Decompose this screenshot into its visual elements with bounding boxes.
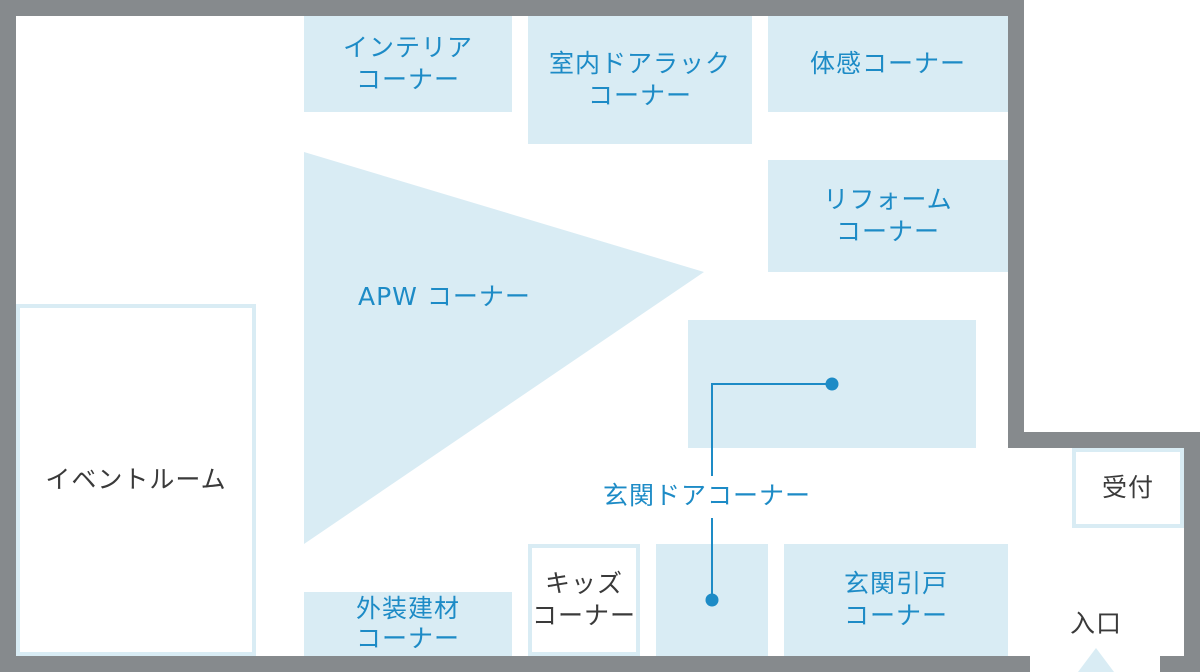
- event-room-label: イベントルーム: [45, 465, 227, 494]
- wall-inner-right: [1008, 0, 1024, 448]
- kids-corner-line2: コーナー: [532, 601, 637, 630]
- wall-bottom-right: [1160, 656, 1200, 672]
- entrance-door-connector: [711, 383, 832, 476]
- interior-corner-line2: コーナー: [355, 65, 460, 94]
- entrance-sliding-line1: 玄関引戸: [843, 569, 948, 598]
- kids-corner-line1: キッズ: [544, 569, 623, 598]
- entrance-label: 入口: [1070, 609, 1123, 638]
- wall-bottom: [0, 656, 1030, 672]
- interior-corner-line1: インテリア: [342, 33, 473, 62]
- apw-corner-triangle[interactable]: [304, 152, 704, 544]
- entrance-door-marker-upper: [825, 377, 839, 391]
- entrance-sliding-door-corner[interactable]: 玄関引戸コーナー: [784, 544, 1008, 656]
- kids-corner[interactable]: キッズコーナー: [528, 544, 640, 656]
- indoor-door-rack-line1: 室内ドアラック: [548, 49, 731, 78]
- reform-corner-line2: コーナー: [835, 217, 940, 246]
- indoor-door-rack-line2: コーナー: [587, 81, 692, 110]
- reform-corner[interactable]: リフォームコーナー: [768, 160, 1008, 272]
- apw-corner-label: APW コーナー: [358, 282, 531, 311]
- entrance-arrow-icon: [1078, 648, 1114, 672]
- event-room[interactable]: イベントルーム: [16, 304, 256, 656]
- wall-top: [0, 0, 1024, 16]
- exterior-materials-line2: コーナー: [355, 624, 460, 653]
- entrance-door-corner-label: 玄関ドアコーナー: [603, 481, 812, 510]
- reform-corner-line1: リフォーム: [823, 185, 953, 214]
- wall-step: [1008, 432, 1200, 448]
- reception-desk[interactable]: 受付: [1072, 448, 1184, 528]
- exterior-materials-line1: 外装建材: [355, 594, 460, 623]
- interior-corner[interactable]: インテリアコーナー: [304, 16, 512, 112]
- reception-label: 受付: [1101, 473, 1154, 502]
- experience-corner[interactable]: 体感コーナー: [768, 16, 1008, 112]
- wall-right: [1184, 432, 1200, 672]
- entrance-sliding-line2: コーナー: [843, 601, 948, 630]
- exterior-materials-corner[interactable]: 外装建材コーナー: [304, 592, 512, 656]
- indoor-door-rack-corner[interactable]: 室内ドアラックコーナー: [528, 16, 752, 144]
- experience-corner-label: 体感コーナー: [809, 49, 966, 78]
- entrance-door-marker-lower: [705, 593, 719, 607]
- wall-left: [0, 0, 16, 672]
